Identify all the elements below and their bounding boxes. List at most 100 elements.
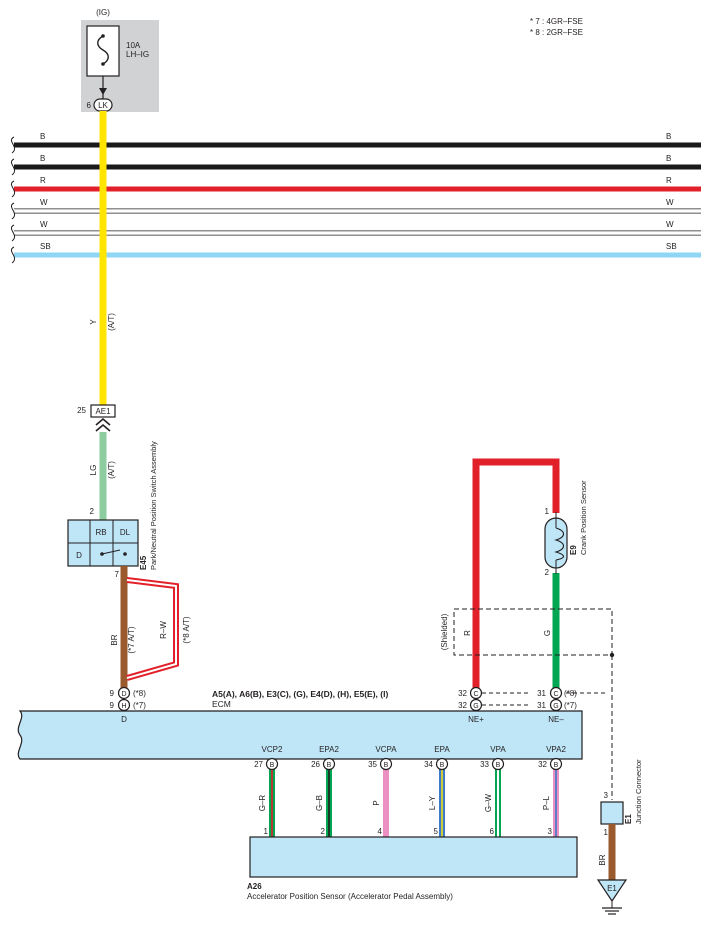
ecm-pin [549, 757, 563, 771]
sensor-pin-number: 5 [434, 827, 439, 836]
ne-minus-pin-letter-2: G [553, 703, 558, 710]
ecm-left-pin-note-2: (*7) [133, 701, 146, 710]
crank-sensor-pin-top: 1 [545, 507, 550, 516]
fuse-pin-number: 6 [87, 101, 92, 110]
ecm-terminal-label: EPA2 [319, 745, 339, 754]
junction-pin-bottom: 1 [604, 828, 609, 837]
ecm-terminal-label: VCPA [375, 745, 397, 754]
wire-yellow-color: Y [89, 319, 98, 325]
harness-label-right: B [666, 132, 671, 141]
ecm-left-pin-1 [117, 686, 131, 700]
crank-sensor [544, 512, 568, 574]
accel-wire-color: P [372, 800, 381, 805]
shield-outline [453, 608, 613, 656]
ne-plus-pin-num-1: 32 [458, 689, 467, 698]
ecm-ne-plus-label: NE+ [468, 715, 484, 724]
accel-wire-color: G–W [484, 793, 493, 812]
ecm-pin-number: 34 [424, 760, 433, 769]
junction-code: E1 [624, 814, 633, 824]
park-switch-code: E45 [139, 555, 148, 570]
ne-minus-pin-num-2: 31 [537, 701, 546, 710]
ecm-name: ECM [212, 699, 231, 709]
wire-red-white [126, 577, 179, 681]
ecm-pin-letter: B [270, 762, 275, 769]
sensor-pin-number: 1 [264, 827, 269, 836]
ground-point-label: E1 [607, 884, 617, 893]
ecm-pin [435, 757, 449, 771]
sensor-pin-number: 2 [321, 827, 326, 836]
junction-wire-color: BR [598, 854, 607, 865]
ground-icon [602, 901, 622, 915]
fuse-connector-label: LK [98, 101, 108, 110]
harness-label-left: W [40, 220, 48, 229]
ecm-pin-letter: B [440, 762, 445, 769]
ecm-pin [322, 757, 336, 771]
ecm-left-terminal-label: D [121, 715, 127, 724]
accel-wire-color: L–Y [428, 795, 437, 810]
ne-plus-pin-num-2: 32 [458, 701, 467, 710]
switch-contact-icon [101, 549, 121, 555]
harness-label-left: B [40, 154, 45, 163]
ne-minus-pin-note-2: (*7) [564, 701, 577, 710]
ne-minus-pin-note-1: (*8) [564, 689, 577, 698]
accel-wire-color: G–B [315, 795, 324, 811]
ecm-pin-number: 33 [480, 760, 489, 769]
junction-name: Junction Connector [634, 759, 643, 824]
wire-br-color: BR [110, 634, 119, 645]
harness-label-right: SB [666, 242, 677, 251]
ne-plus-pin-letter-1: C [473, 691, 478, 698]
ecm-pin [491, 757, 505, 771]
ecm-pin-letter: B [384, 762, 389, 769]
wire-rw-note: (*8 A/T) [182, 616, 191, 643]
ecm-left-pin-letter-1: D [121, 691, 126, 698]
wire-r-color: R [463, 630, 472, 636]
accel-sensor-code: A26 [247, 882, 262, 891]
ecm-pin [379, 757, 393, 771]
ecm-pin-number: 27 [254, 760, 263, 769]
accel-wire-color: G–R [258, 795, 267, 812]
fuse-icon [97, 34, 109, 66]
park-switch-name: Park/Neutral Position Switch Assembly [149, 441, 158, 570]
fuse-rating: 10A [126, 41, 141, 50]
note-4gr-fse: * 7 : 4GR–FSE [530, 17, 583, 26]
ecm-terminal-label: VCP2 [262, 745, 283, 754]
ecm-pin-letter: B [327, 762, 332, 769]
ecm-left-pin-num-2: 9 [110, 701, 115, 710]
accel-wire-color: P–L [542, 795, 551, 810]
crank-sensor-code: E9 [569, 545, 578, 555]
note-2gr-fse: * 8 : 2GR–FSE [530, 28, 583, 37]
crank-sensor-name: Crank Position Sensor [579, 480, 588, 555]
in-line-connector-icon [95, 417, 111, 432]
park-neutral-switch: RB DL D [67, 519, 139, 567]
wire-rw-color: R–W [159, 621, 168, 639]
ae1-connector [90, 404, 116, 418]
harness-label-left: R [40, 176, 46, 185]
ecm-pin [265, 757, 279, 771]
sensor-pin-number: 4 [378, 827, 383, 836]
fuse-name: LH–IG [126, 50, 149, 59]
accel-wire: VCPA35BP4VCPA [368, 745, 397, 849]
ne-minus-pin-1 [549, 686, 563, 700]
ecm-ne-minus-label: NE– [548, 715, 564, 724]
harness-label-left: B [40, 132, 45, 141]
ecm-pin-letter: B [496, 762, 501, 769]
harness-label-left: W [40, 198, 48, 207]
ecm-terminal-label: VPA2 [546, 745, 566, 754]
ecm-body [17, 710, 583, 760]
ne-minus-pin-letter-1: C [553, 691, 558, 698]
accel-sensor-name: Accelerator Position Sensor (Accelerator… [247, 892, 453, 901]
fuse-group-label: (IG) [96, 8, 110, 17]
shield-label: (Shielded) [440, 613, 449, 650]
harness-label-right: R [666, 176, 672, 185]
